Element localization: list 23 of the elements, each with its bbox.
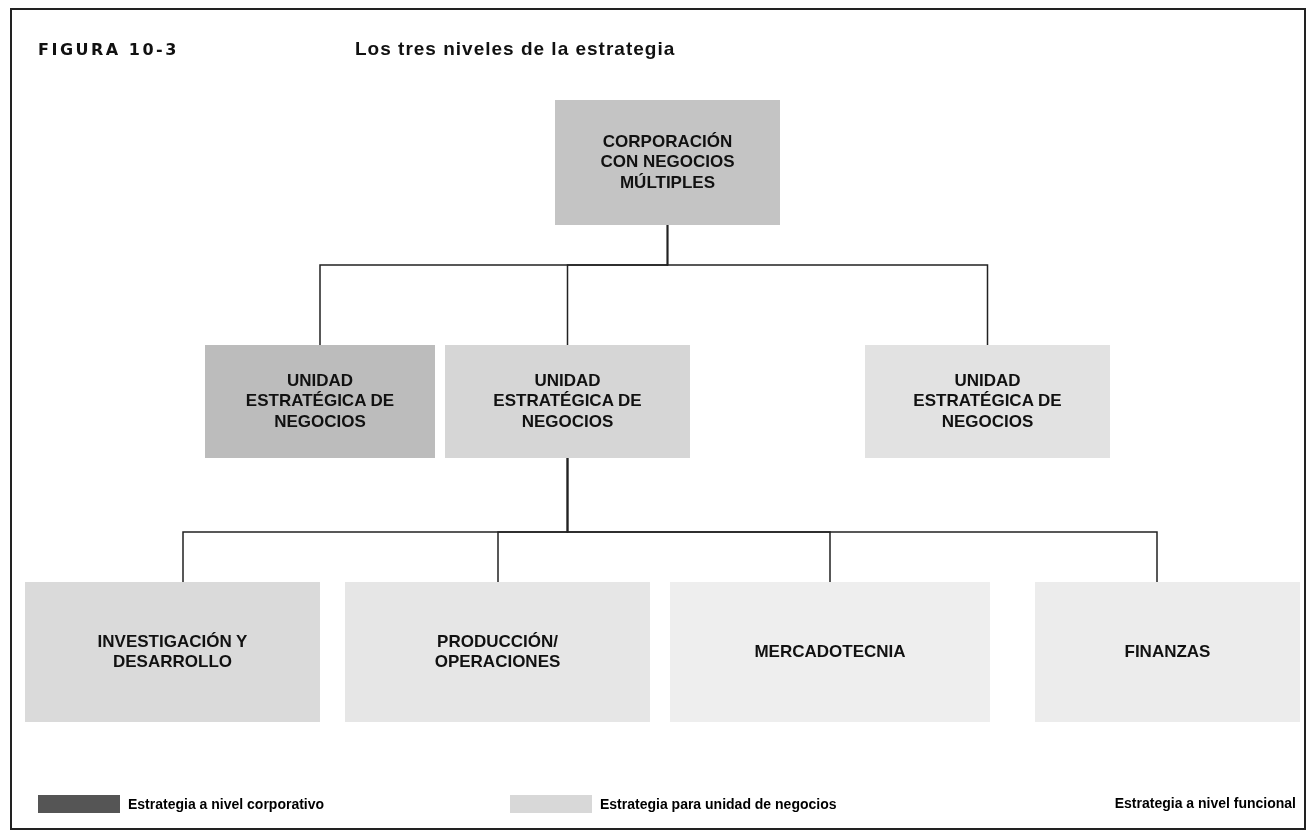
box-label: UNIDAD ESTRATÉGICA DE NEGOCIOS bbox=[912, 370, 1063, 433]
legend-label: Estrategia a nivel funcional bbox=[1114, 795, 1296, 811]
figure-title: Los tres niveles de la estrategia bbox=[355, 38, 676, 60]
org-box bbox=[670, 582, 990, 722]
org-box bbox=[25, 582, 320, 722]
legend-label: Estrategia a nivel corporativo bbox=[128, 796, 325, 812]
org-box bbox=[205, 345, 435, 458]
box-label: CORPORACIÓN CON NEGOCIOS MÚLTIPLES bbox=[599, 131, 736, 194]
org-box bbox=[1035, 582, 1300, 722]
box-label: INVESTIGACIÓN Y DESARROLLO bbox=[96, 631, 249, 673]
org-box bbox=[445, 345, 690, 458]
connector-line bbox=[666, 224, 989, 346]
org-box bbox=[345, 582, 650, 722]
figure-number: FIGURA 10-3 bbox=[38, 40, 179, 59]
box-label: UNIDAD ESTRATÉGICA DE NEGOCIOS bbox=[492, 370, 643, 433]
org-box bbox=[555, 100, 780, 225]
box-label: MERCADOTECNIA bbox=[754, 641, 906, 663]
org-box bbox=[865, 345, 1110, 458]
legend-label: Estrategia para unidad de negocios bbox=[600, 796, 837, 812]
box-label: UNIDAD ESTRATÉGICA DE NEGOCIOS bbox=[244, 370, 396, 433]
box-label: PRODUCCIÓN/ OPERACIONES bbox=[433, 631, 562, 673]
connector-line bbox=[566, 457, 1158, 583]
box-label: FINANZAS bbox=[1124, 641, 1211, 663]
